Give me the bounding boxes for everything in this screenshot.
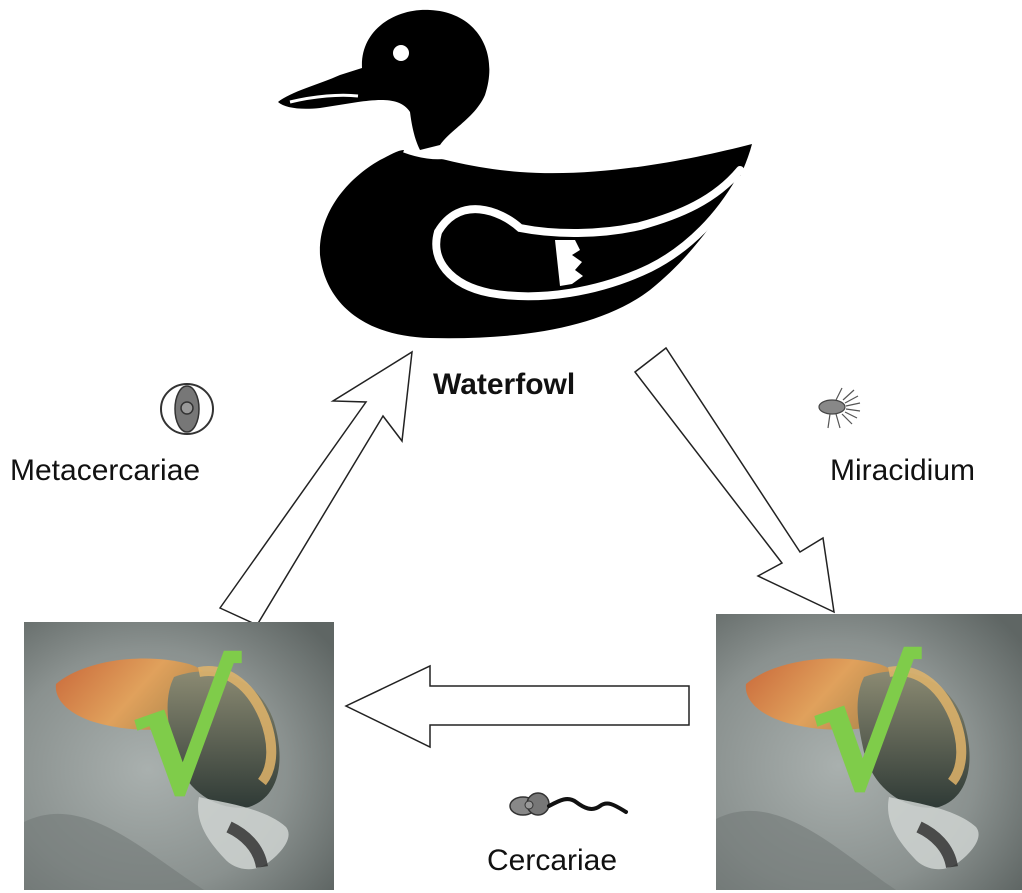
miracidium-label: Miracidium [830,456,975,486]
check-mark-left: √ [128,650,241,820]
miracidium-icon [819,388,860,428]
waterfowl-label: Waterfowl [433,370,575,400]
cercariae-icon [510,793,626,815]
metacercariae-cyst-icon [161,384,213,434]
cercariae-label: Cercariae [487,846,617,876]
metacercariae-label: Metacercariae [10,456,200,486]
check-mark-right: √ [808,646,921,816]
